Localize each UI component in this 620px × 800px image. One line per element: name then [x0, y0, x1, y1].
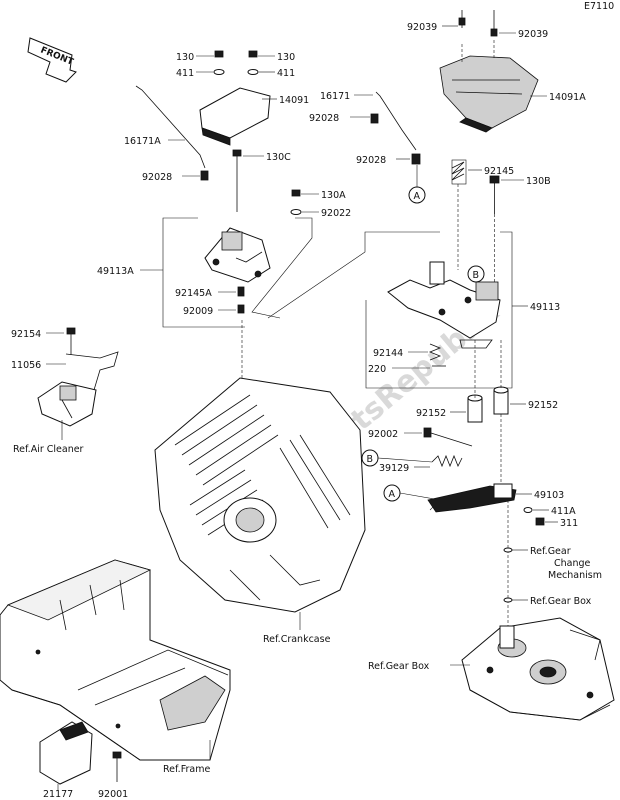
- bushing-92152-right: [493, 386, 509, 415]
- callout-92028a: 92028: [142, 172, 172, 183]
- pin-92039-right: [490, 10, 498, 37]
- bracket-frame-49113: [267, 231, 513, 389]
- ref-gear-box-upper: Ref.Gear Box: [530, 596, 592, 607]
- callout-92144: 92144: [373, 348, 403, 359]
- callout-92001: 92001: [98, 789, 128, 800]
- gear-box: [461, 617, 615, 721]
- bracket-11056: [65, 351, 119, 391]
- cable-16171A: [135, 85, 206, 169]
- cover-14091A: [439, 55, 539, 133]
- frame: [0, 559, 231, 761]
- callout-92009: 92009: [183, 306, 213, 317]
- diagram-code: E7110: [584, 1, 614, 12]
- callout-92145: 92145: [484, 166, 514, 177]
- nut-311: [535, 517, 545, 526]
- ref-gear-change-line3: Mechanism: [548, 570, 602, 581]
- marker-a-lower-label: A: [389, 489, 396, 500]
- callout-220: 220: [368, 364, 386, 375]
- part-21177: [39, 721, 93, 785]
- ref-crankcase: Ref.Crankcase: [263, 634, 331, 645]
- callout-49103: 49103: [534, 490, 564, 501]
- callout-92002: 92002: [368, 429, 398, 440]
- callout-130A: 130A: [321, 190, 346, 201]
- washer-411A: [523, 507, 533, 513]
- air-cleaner-part: [37, 381, 97, 427]
- clip-92028-left: [200, 170, 209, 181]
- pin-92009: [237, 304, 245, 314]
- bracket-frame-49113A: [162, 217, 313, 328]
- gear-change-joint: [503, 547, 513, 553]
- washer-411-right: [247, 69, 259, 75]
- spring-92144: [428, 343, 442, 361]
- bolt-92001: [112, 751, 122, 782]
- marker-b-upper-label: B: [473, 270, 480, 281]
- callout-130a: 130: [176, 52, 194, 63]
- callout-411A: 411A: [551, 506, 576, 517]
- callout-92152b: 92152: [528, 400, 558, 411]
- gear-box-joint: [503, 597, 513, 603]
- callout-130b: 130: [277, 52, 295, 63]
- callout-92039b: 92039: [518, 29, 548, 40]
- cover-14091: [199, 87, 271, 146]
- callout-14091: 14091: [279, 95, 309, 106]
- callout-92145A: 92145A: [175, 288, 212, 299]
- bolt-130-right: [248, 50, 258, 58]
- ref-gear-change-line2: Change: [554, 558, 591, 569]
- ref-gear-box-lower: Ref.Gear Box: [368, 661, 430, 672]
- lever-49103: [427, 483, 517, 513]
- spring-39129: [431, 454, 463, 468]
- ref-gear-change-line1: Ref.Gear: [530, 546, 571, 557]
- callout-11056: 11056: [11, 360, 41, 371]
- spring-92145: [451, 159, 467, 185]
- bushing-92152-left: [467, 394, 483, 423]
- clip-92028-right: [411, 153, 421, 165]
- callout-92028c: 92028: [356, 155, 386, 166]
- marker-b-lower-label: B: [367, 454, 374, 465]
- clip-92028-middle: [370, 113, 379, 124]
- bolt-92002: [423, 427, 473, 447]
- callout-92154: 92154: [11, 329, 41, 340]
- bolt-130B: [489, 175, 500, 214]
- cable-16171: [375, 91, 417, 151]
- ref-air-cleaner: Ref.Air Cleaner: [13, 444, 84, 455]
- callout-92152a: 92152: [416, 408, 446, 419]
- callout-49113A: 49113A: [97, 266, 134, 277]
- callout-411a: 411: [176, 68, 194, 79]
- callout-21177: 21177: [43, 789, 73, 800]
- pin-92039-top: [458, 10, 466, 28]
- callout-16171: 16171: [320, 91, 350, 102]
- washer-92022: [290, 209, 302, 215]
- callout-16171A: 16171A: [124, 136, 161, 147]
- bracket-assembly-49113A: [204, 227, 271, 283]
- callout-130B: 130B: [526, 176, 551, 187]
- callout-92028b: 92028: [309, 113, 339, 124]
- callout-49113: 49113: [530, 302, 560, 313]
- spring-92145A: [237, 286, 245, 297]
- bolt-130C: [232, 149, 242, 212]
- callout-92022: 92022: [321, 208, 351, 219]
- ref-frame: Ref.Frame: [163, 764, 210, 775]
- front-arrow: FRONT: [27, 37, 77, 83]
- bracket-assembly-49113: [387, 184, 501, 349]
- bolt-130-left: [214, 50, 224, 58]
- callout-411b: 411: [277, 68, 295, 79]
- marker-a-upper-label: A: [414, 191, 421, 202]
- bolt-130A: [291, 189, 301, 197]
- callout-39129: 39129: [379, 463, 409, 474]
- crankcase: [154, 377, 366, 613]
- callout-130C: 130C: [266, 152, 291, 163]
- washer-411-left: [213, 69, 225, 75]
- callout-92039a: 92039: [407, 22, 437, 33]
- callout-14091A: 14091A: [549, 92, 586, 103]
- marker-b-upper: [467, 265, 485, 283]
- bolt-92154: [66, 327, 76, 355]
- callout-311: 311: [560, 518, 578, 529]
